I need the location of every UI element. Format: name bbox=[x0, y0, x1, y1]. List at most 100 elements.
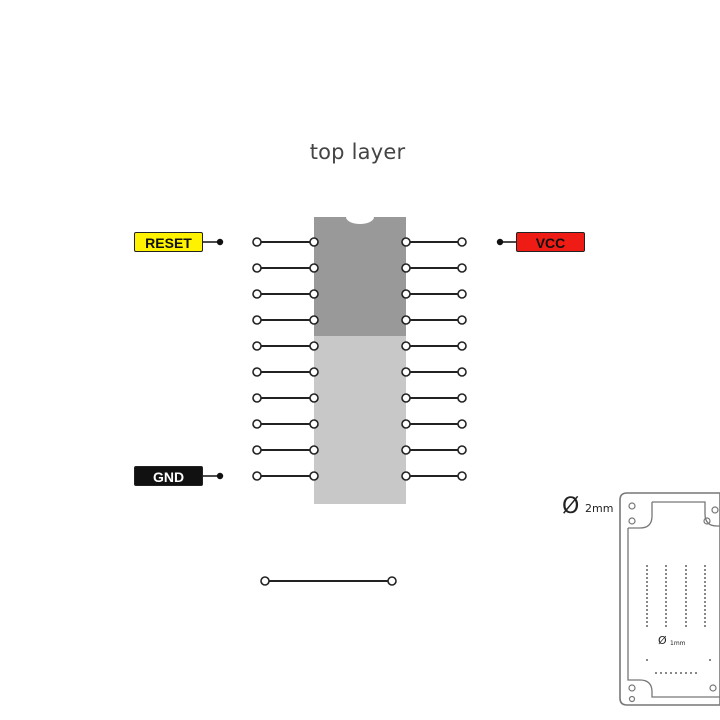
pad bbox=[252, 237, 262, 247]
pad bbox=[457, 341, 467, 351]
gnd-label: GND bbox=[134, 466, 203, 486]
pad bbox=[309, 289, 319, 299]
pin-hole bbox=[680, 672, 682, 674]
pin-trace-left bbox=[252, 315, 319, 325]
mount-hole-bottom-left-2 bbox=[628, 695, 636, 703]
pad bbox=[401, 445, 411, 455]
pin-hole bbox=[704, 585, 706, 587]
pad bbox=[252, 367, 262, 377]
vcc-connector-dot bbox=[496, 238, 504, 246]
pin-hole bbox=[665, 581, 667, 583]
pin-hole bbox=[704, 565, 706, 567]
pad bbox=[457, 393, 467, 403]
pin-hole bbox=[665, 672, 667, 674]
pad bbox=[309, 263, 319, 273]
pad bbox=[401, 237, 411, 247]
pin-hole bbox=[646, 581, 648, 583]
pad bbox=[457, 367, 467, 377]
pin-hole bbox=[685, 573, 687, 575]
pin-hole bbox=[704, 625, 706, 627]
pad bbox=[457, 419, 467, 429]
pin-hole bbox=[646, 625, 648, 627]
pin-hole bbox=[665, 573, 667, 575]
chip-body-lower bbox=[314, 336, 406, 504]
pin-hole bbox=[675, 672, 677, 674]
pin-hole bbox=[646, 659, 648, 661]
chip-body-upper bbox=[314, 217, 406, 336]
pin-hole bbox=[665, 597, 667, 599]
pin-hole bbox=[709, 659, 711, 661]
pin-hole bbox=[646, 605, 648, 607]
vcc-label: VCC bbox=[516, 232, 585, 252]
pin-hole bbox=[685, 593, 687, 595]
pin-hole bbox=[695, 672, 697, 674]
reset-label: RESET bbox=[134, 232, 203, 252]
pad bbox=[457, 263, 467, 273]
pad bbox=[401, 419, 411, 429]
pin-hole bbox=[704, 573, 706, 575]
pin-hole bbox=[704, 605, 706, 607]
reset-connector-dot bbox=[216, 238, 224, 246]
chip-notch bbox=[346, 217, 374, 224]
pad bbox=[457, 471, 467, 481]
pin-trace-right bbox=[401, 393, 467, 403]
pin-hole bbox=[665, 593, 667, 595]
pin-hole bbox=[704, 609, 706, 611]
pin-hole bbox=[704, 617, 706, 619]
pin-hole bbox=[704, 589, 706, 591]
pin-hole bbox=[646, 593, 648, 595]
pin-trace-right bbox=[401, 367, 467, 377]
pin-hole bbox=[704, 621, 706, 623]
pad bbox=[309, 393, 319, 403]
pad bbox=[401, 471, 411, 481]
pin-hole bbox=[685, 672, 687, 674]
mount-hole-bottom-left bbox=[628, 684, 636, 692]
pin-trace-right bbox=[401, 315, 467, 325]
pad bbox=[401, 289, 411, 299]
pin-trace-right bbox=[401, 419, 467, 429]
pin-trace-right bbox=[401, 445, 467, 455]
pin-hole bbox=[646, 601, 648, 603]
pin-hole bbox=[685, 625, 687, 627]
pin-hole bbox=[690, 672, 692, 674]
mount-hole-right bbox=[703, 517, 711, 525]
pad bbox=[457, 315, 467, 325]
pad bbox=[252, 315, 262, 325]
pin-hole bbox=[704, 601, 706, 603]
pin-hole bbox=[646, 609, 648, 611]
pad bbox=[252, 419, 262, 429]
pin-hole bbox=[704, 613, 706, 615]
pin-hole bbox=[685, 585, 687, 587]
pad bbox=[401, 315, 411, 325]
pad bbox=[252, 341, 262, 351]
pin-hole bbox=[685, 577, 687, 579]
pad bbox=[401, 367, 411, 377]
jumper-pad-right bbox=[387, 576, 397, 586]
pin-hole bbox=[665, 585, 667, 587]
pin-trace-left bbox=[252, 237, 319, 247]
pin-trace-left bbox=[252, 393, 319, 403]
left-pin-traces bbox=[252, 237, 319, 481]
pin-hole bbox=[646, 573, 648, 575]
mount-hole-left bbox=[628, 517, 636, 525]
pin-hole bbox=[685, 589, 687, 591]
pin-hole bbox=[685, 617, 687, 619]
pad bbox=[309, 315, 319, 325]
pin-hole bbox=[665, 613, 667, 615]
pad bbox=[457, 445, 467, 455]
pin-hole bbox=[685, 565, 687, 567]
pad bbox=[401, 263, 411, 273]
pin-hole bbox=[685, 581, 687, 583]
pin-trace-right bbox=[401, 341, 467, 351]
pad bbox=[252, 445, 262, 455]
pin-hole bbox=[646, 617, 648, 619]
pad bbox=[309, 341, 319, 351]
pin-trace-left bbox=[252, 367, 319, 377]
pin-hole bbox=[665, 589, 667, 591]
hole-diameter-unit: 2mm bbox=[585, 502, 614, 515]
pin-hole bbox=[670, 672, 672, 674]
pin-hole bbox=[704, 577, 706, 579]
pad bbox=[252, 289, 262, 299]
